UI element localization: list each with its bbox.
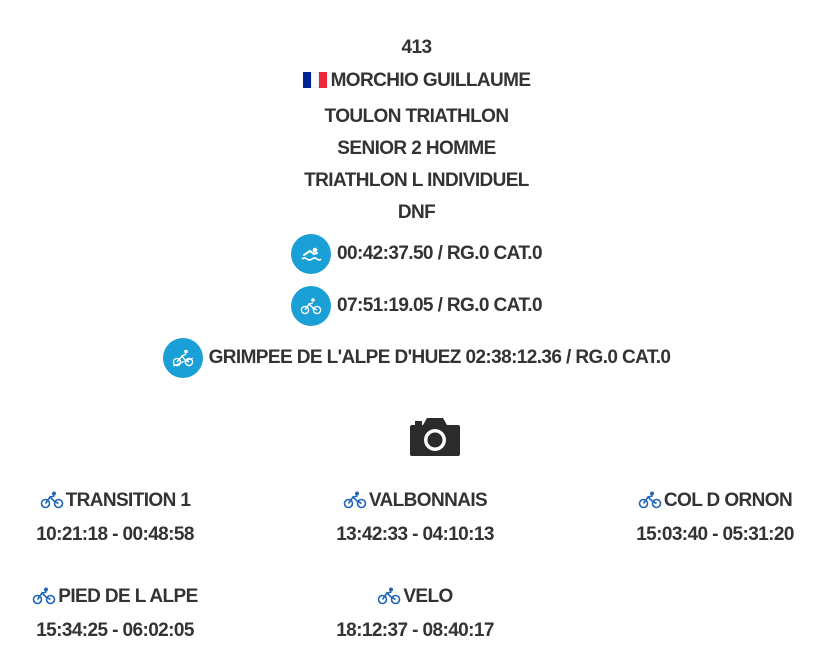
bib-number: 413 — [401, 37, 433, 58]
checkpoint-name: TRANSITION 1 — [65, 490, 191, 511]
segment-climb-text: GRIMPEE DE L'ALPE D'HUEZ 02:38:12.36 / R… — [208, 347, 671, 368]
segment-bike: 07:51:19.05 / RG.0 CAT.0 — [0, 286, 833, 326]
checkpoint-name: VALBONNAIS — [368, 490, 488, 511]
race-status: DNF — [397, 202, 436, 223]
checkpoint-item: PIED DE L ALPE 15:34:25 - 06:02:05 — [25, 586, 205, 642]
checkpoint-time: 13:42:33 - 04:10:13 — [336, 524, 494, 545]
checkpoint-item: TRANSITION 1 10:21:18 - 00:48:58 — [25, 490, 205, 546]
checkpoint-time: 15:03:40 - 05:31:20 — [636, 524, 794, 545]
checkpoint-name: COL D ORNON — [663, 490, 793, 511]
athlete-name-row: MORCHIO GUILLAUME — [0, 70, 833, 92]
segment-swim: 00:42:37.50 / RG.0 CAT.0 — [0, 234, 833, 274]
athlete-name: MORCHIO GUILLAUME — [330, 70, 531, 91]
swim-icon — [291, 234, 332, 274]
segment-climb: GRIMPEE DE L'ALPE D'HUEZ 02:38:12.36 / R… — [0, 338, 833, 378]
checkpoint-name-row: VALBONNAIS — [325, 490, 505, 516]
segment-bike-text: 07:51:19.05 / RG.0 CAT.0 — [337, 295, 543, 316]
checkpoint-name-row: VELO — [325, 586, 505, 612]
bike-icon — [32, 587, 56, 605]
checkpoint-name: VELO — [403, 586, 453, 607]
camera-icon[interactable] — [408, 416, 462, 458]
checkpoint-name-row: PIED DE L ALPE — [25, 586, 205, 612]
checkpoint-name-row: COL D ORNON — [625, 490, 805, 516]
bike-icon — [378, 587, 401, 605]
checkpoint-name: PIED DE L ALPE — [58, 586, 198, 607]
bike-icon — [40, 491, 63, 509]
athlete-club: TOULON TRIATHLON — [324, 106, 510, 127]
bike-icon — [343, 491, 367, 509]
france-flag-icon — [302, 72, 327, 88]
race-name: TRIATHLON L INDIVIDUEL — [304, 170, 529, 191]
bike-icon — [291, 286, 332, 326]
checkpoint-name-row: TRANSITION 1 — [25, 490, 205, 516]
checkpoint-time: 15:34:25 - 06:02:05 — [36, 620, 194, 641]
checkpoint-time: 18:12:37 - 08:40:17 — [336, 620, 494, 641]
checkpoint-time: 10:21:18 - 00:48:58 — [36, 524, 194, 545]
checkpoint-item: VALBONNAIS 13:42:33 - 04:10:13 — [325, 490, 505, 546]
checkpoint-item: COL D ORNON 15:03:40 - 05:31:20 — [625, 490, 805, 546]
athlete-category: SENIOR 2 HOMME — [337, 138, 496, 159]
checkpoint-item: VELO 18:12:37 - 08:40:17 — [325, 586, 505, 642]
bike-icon — [638, 491, 662, 509]
climb-bike-icon — [162, 338, 203, 378]
segment-swim-text: 00:42:37.50 / RG.0 CAT.0 — [337, 243, 543, 264]
